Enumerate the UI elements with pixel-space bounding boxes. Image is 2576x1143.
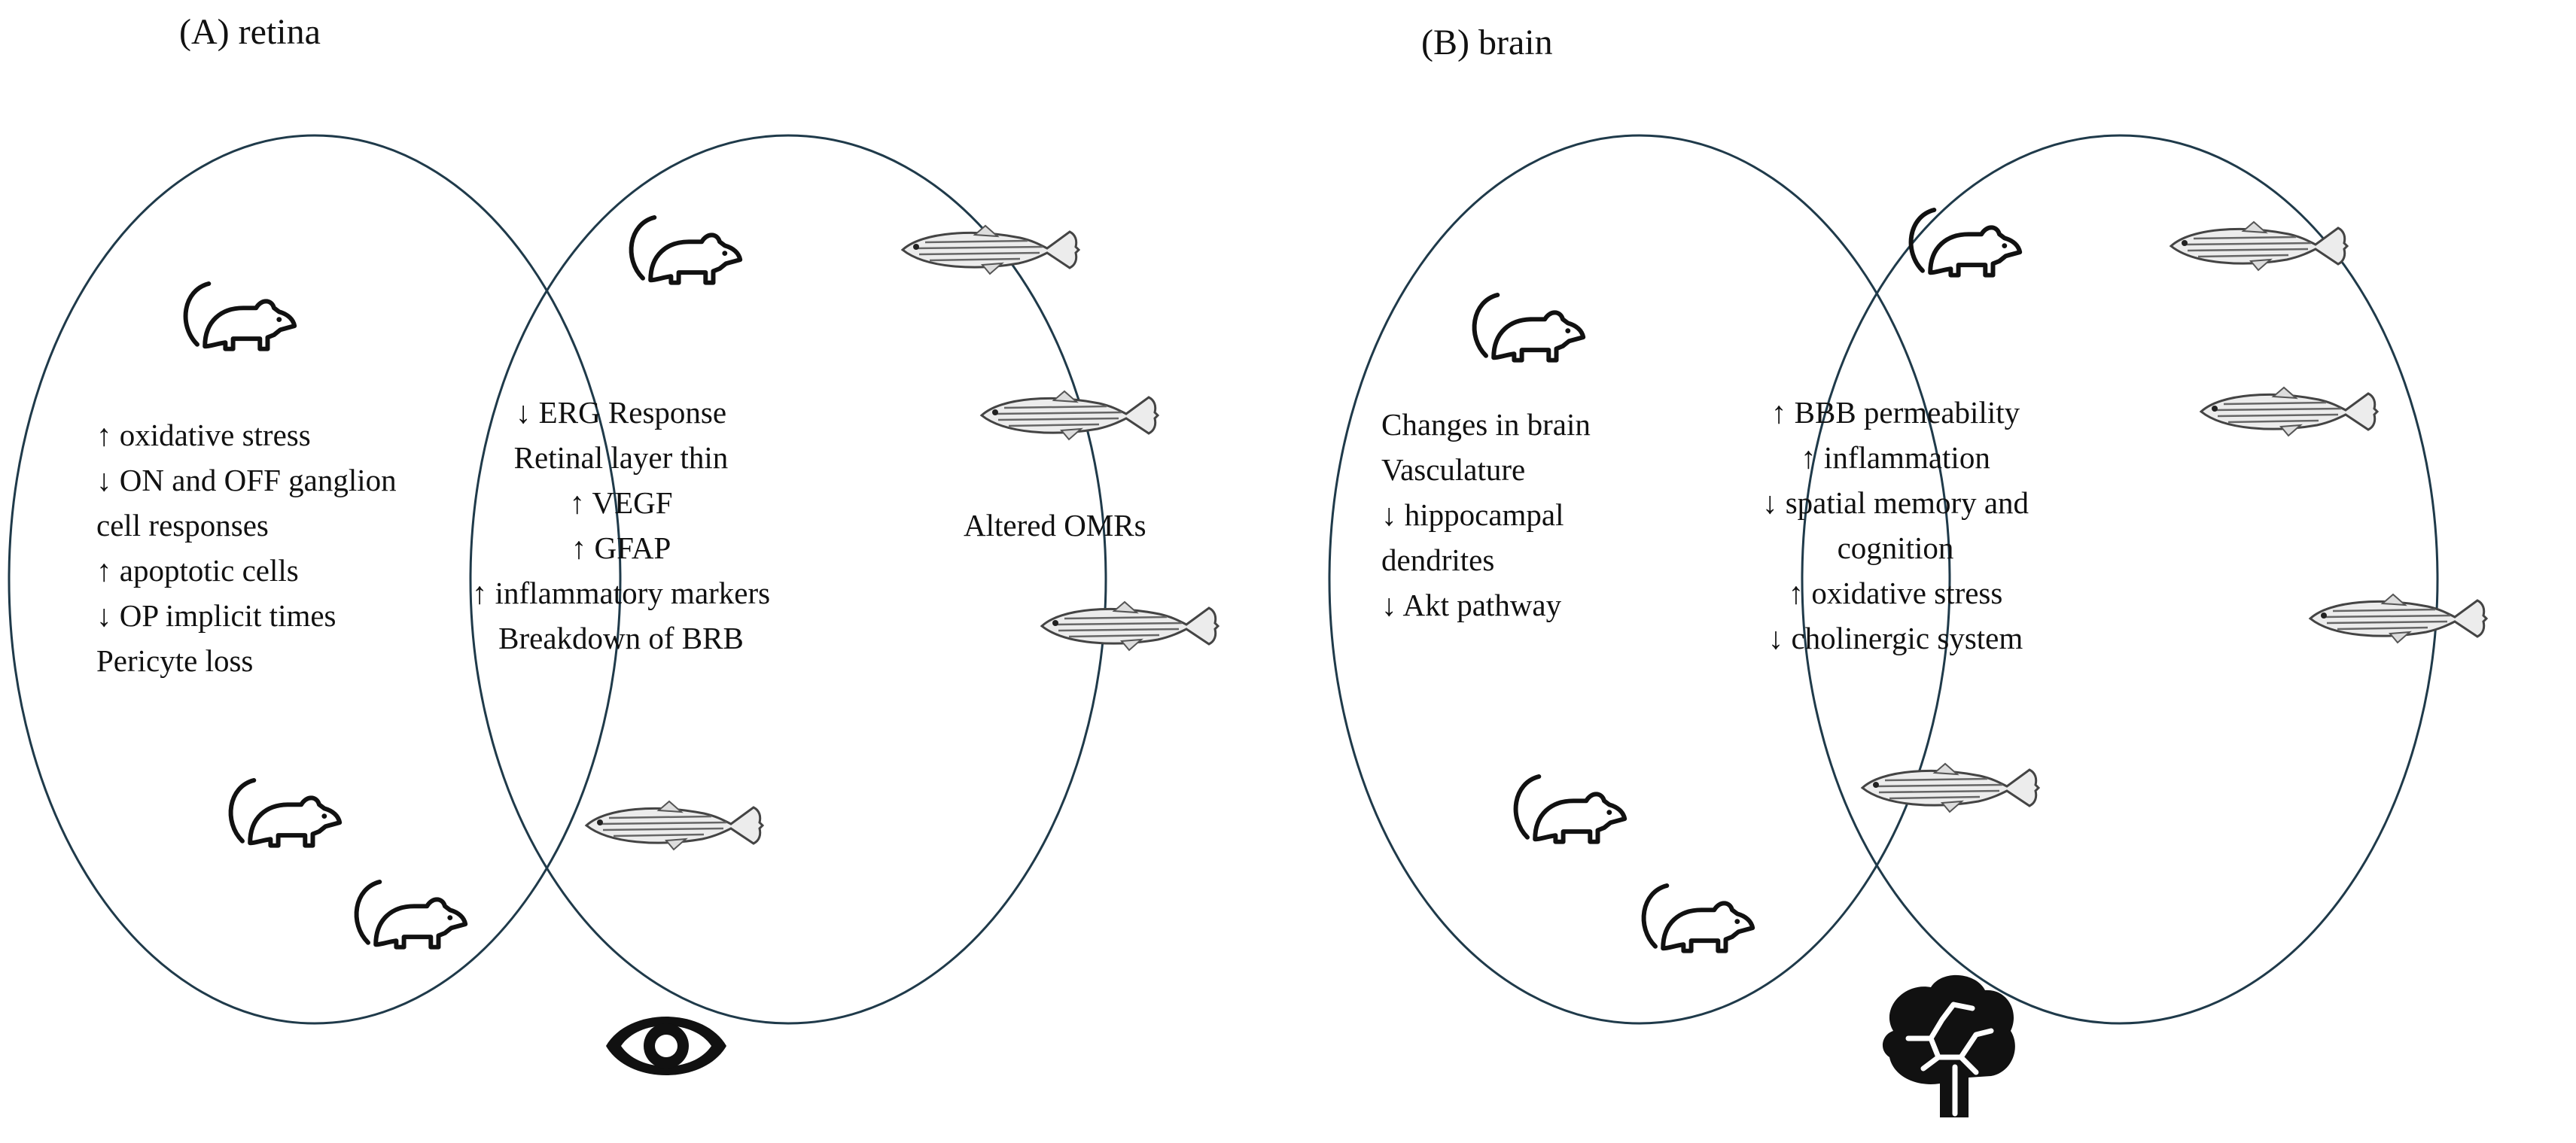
- list-item: ↑ oxidative stress: [96, 418, 311, 452]
- list-item: ↓ Akt pathway: [1381, 588, 1562, 622]
- brain-icon: [1882, 974, 2015, 1117]
- list-item: cell responses: [96, 508, 269, 543]
- list-item: ↑ apoptotic cells: [96, 553, 299, 588]
- panel-a-title: (A) retina: [179, 12, 321, 52]
- panel-b-title: (B) brain: [1421, 23, 1553, 62]
- brain-mouse-only-findings: Changes in brain Vasculature ↓ hippocamp…: [1381, 407, 1591, 622]
- list-item: ↑ BBB permeability: [1771, 395, 2020, 430]
- list-item: ↑ GFAP: [571, 530, 671, 565]
- list-item: dendrites: [1381, 543, 1494, 577]
- mouse-icon: [1475, 295, 1584, 360]
- mouse-icon: [1911, 210, 2020, 275]
- mouse-circle-retina: [8, 134, 622, 1025]
- list-item: ↓ ON and OFF ganglion: [96, 463, 397, 497]
- list-item: ↓ hippocampal: [1381, 497, 1564, 532]
- list-item: ↑ VEGF: [569, 485, 672, 520]
- list-item: ↓ spatial memory and: [1762, 485, 2029, 520]
- zebrafish-icon: [2200, 386, 2379, 437]
- mouse-icon: [186, 284, 295, 349]
- mouse-icon: [632, 217, 741, 283]
- eye-icon: [606, 1017, 726, 1075]
- list-item: ↑ inflammatory markers: [472, 576, 770, 610]
- zebrafish-icon: [901, 224, 1080, 275]
- panel-a-retina: (A) retina ↑ oxidative stress ↓ ON and O…: [8, 12, 1219, 1075]
- zebrafish-circle-retina: [469, 134, 1107, 1025]
- mouse-icon: [1644, 886, 1753, 951]
- list-item: ↓ OP implicit times: [96, 598, 336, 633]
- retina-shared-findings: ↓ ERG Response Retinal layer thin ↑ VEGF…: [472, 395, 770, 655]
- list-item: ↑ inflammation: [1801, 440, 1990, 475]
- panel-b-brain: (B) brain Changes in brain Vasculature ↓…: [1328, 23, 2488, 1117]
- mouse-icon: [231, 780, 340, 846]
- zebrafish-icon: [585, 800, 764, 851]
- zebrafish-icon: [1040, 600, 1219, 652]
- zebrafish-circle-brain: [1801, 134, 2439, 1025]
- retina-mouse-only-findings: ↑ oxidative stress ↓ ON and OFF ganglion…: [96, 418, 397, 678]
- mouse-icon: [357, 882, 466, 947]
- retina-zebrafish-only-finding: Altered OMRs: [964, 508, 1146, 543]
- list-item: ↓ ERG Response: [516, 395, 726, 430]
- brain-shared-findings: ↑ BBB permeability ↑ inflammation ↓ spat…: [1762, 395, 2029, 655]
- zebrafish-icon: [2170, 220, 2349, 272]
- list-item: ↓ cholinergic system: [1768, 621, 2023, 655]
- list-item: Retinal layer thin: [514, 440, 729, 475]
- mouse-icon: [1516, 777, 1625, 842]
- list-item: Vasculature: [1381, 452, 1525, 487]
- zebrafish-icon: [1861, 762, 2040, 813]
- zebrafish-icon: [2309, 593, 2488, 644]
- mouse-circle-brain: [1328, 134, 1951, 1025]
- list-item: Changes in brain: [1381, 407, 1591, 442]
- list-item: cognition: [1838, 530, 1954, 565]
- list-item: Breakdown of BRB: [498, 621, 744, 655]
- list-item: Pericyte loss: [96, 643, 253, 678]
- list-item: ↑ oxidative stress: [1789, 576, 2003, 610]
- zebrafish-icon: [980, 390, 1159, 441]
